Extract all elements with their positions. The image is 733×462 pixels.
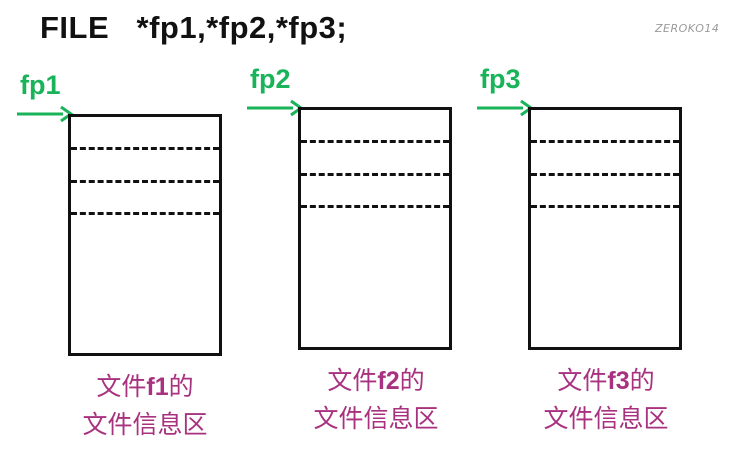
pointer-label-fp3: fp3 — [480, 64, 521, 94]
pointer-label-fp2: fp2 — [250, 64, 291, 94]
watermark: ZEROKO14 — [655, 22, 720, 35]
record-separator — [531, 140, 679, 143]
record-separator — [301, 173, 449, 176]
record-separator — [71, 180, 219, 183]
file-info-block-f3 — [528, 107, 682, 350]
caption-line-1: 文件f3的 — [557, 366, 655, 395]
file-info-caption-f3: 文件f3的 文件信息区 — [506, 362, 706, 438]
pointer-arrow-fp2 — [247, 99, 304, 117]
caption-line-2: 文件信息区 — [313, 404, 439, 433]
file-info-block-f1 — [68, 114, 222, 356]
file-pointer-declaration: FILE *fp1,*fp2,*fp3; — [40, 10, 348, 45]
file-info-caption-f2: 文件f2的 文件信息区 — [276, 362, 476, 438]
record-separator — [531, 205, 679, 208]
caption-line-1: 文件f2的 — [327, 366, 425, 395]
caption-line-2: 文件信息区 — [82, 410, 208, 439]
record-separator — [71, 147, 219, 150]
caption-line-2: 文件信息区 — [543, 404, 669, 433]
record-separator — [301, 140, 449, 143]
record-separator — [71, 212, 219, 215]
pointer-label-fp1: fp1 — [20, 70, 61, 100]
record-separator — [301, 205, 449, 208]
file-info-caption-f1: 文件f1的 文件信息区 — [45, 368, 245, 444]
pointer-arrow-fp1 — [17, 105, 74, 123]
file-info-block-f2 — [298, 107, 452, 350]
record-separator — [531, 173, 679, 176]
caption-line-1: 文件f1的 — [96, 372, 194, 401]
pointer-arrow-fp3 — [477, 99, 534, 117]
